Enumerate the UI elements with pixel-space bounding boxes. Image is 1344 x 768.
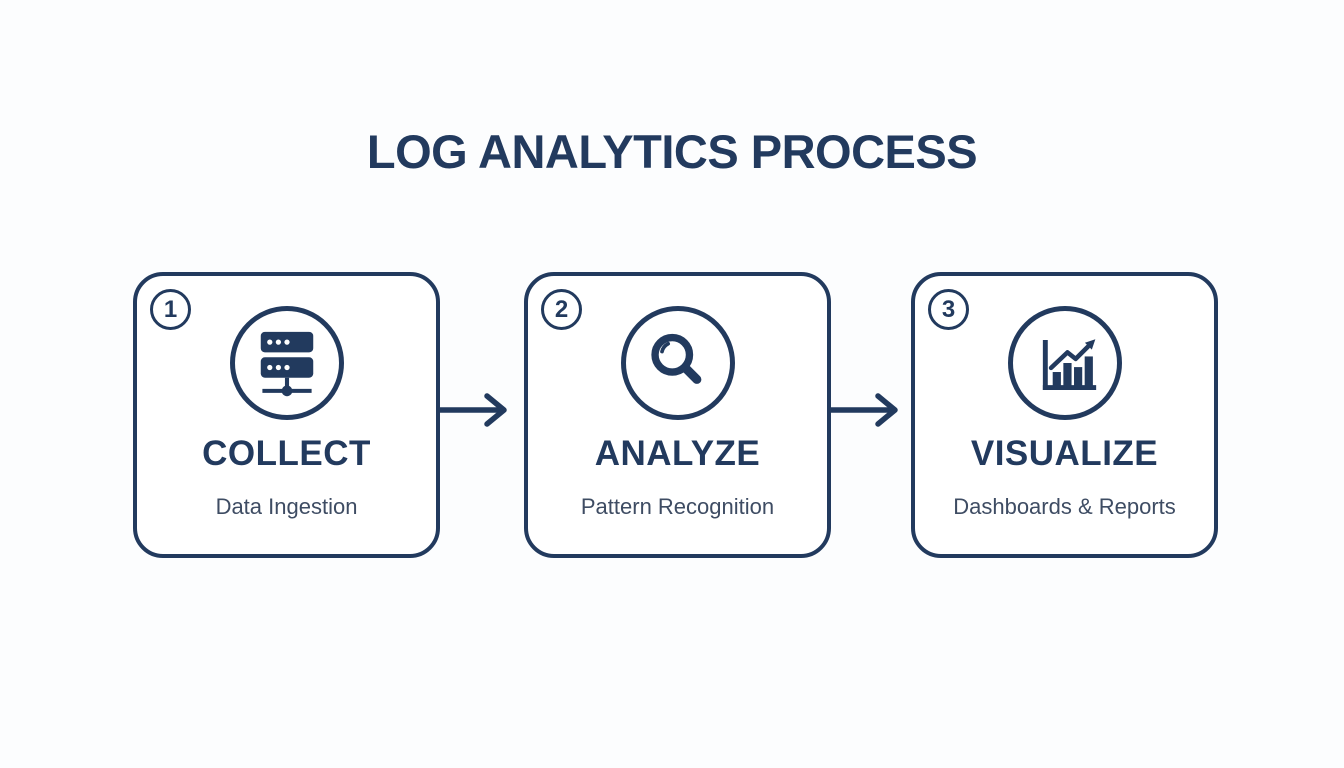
step-number-badge: 1 [150,289,191,330]
server-stack-icon [260,331,313,397]
step-label: COLLECT [202,434,371,473]
step-description: Dashboards & Reports [953,494,1176,519]
step-number: 2 [554,295,569,323]
icon-circle [620,306,735,420]
step-number-badge: 2 [541,289,582,330]
page-title: LOG ANALYTICS PROCESS [366,125,978,178]
icon-circle [229,306,344,420]
step-label: ANALYZE [594,434,761,473]
bar-chart-icon [1042,339,1096,391]
step-number-badge: 3 [928,289,969,330]
step-card-analyze: 2 ANALYZE Pattern Recognition [524,272,831,558]
magnifier-icon [650,333,701,384]
icon-circle [1007,306,1122,420]
step-number: 3 [941,295,956,323]
arrow-right-icon [828,393,898,427]
step-number: 1 [163,295,178,323]
step-label: VISUALIZE [970,434,1159,473]
step-description: Pattern Recognition [580,494,775,519]
step-card-collect: 1 COLLECT Data Ingestion [133,272,440,558]
step-card-visualize: 3 VISUALIZE Dashboards & Reports [911,272,1218,558]
arrow-right-icon [437,393,507,427]
step-description: Data Ingestion [215,494,358,519]
